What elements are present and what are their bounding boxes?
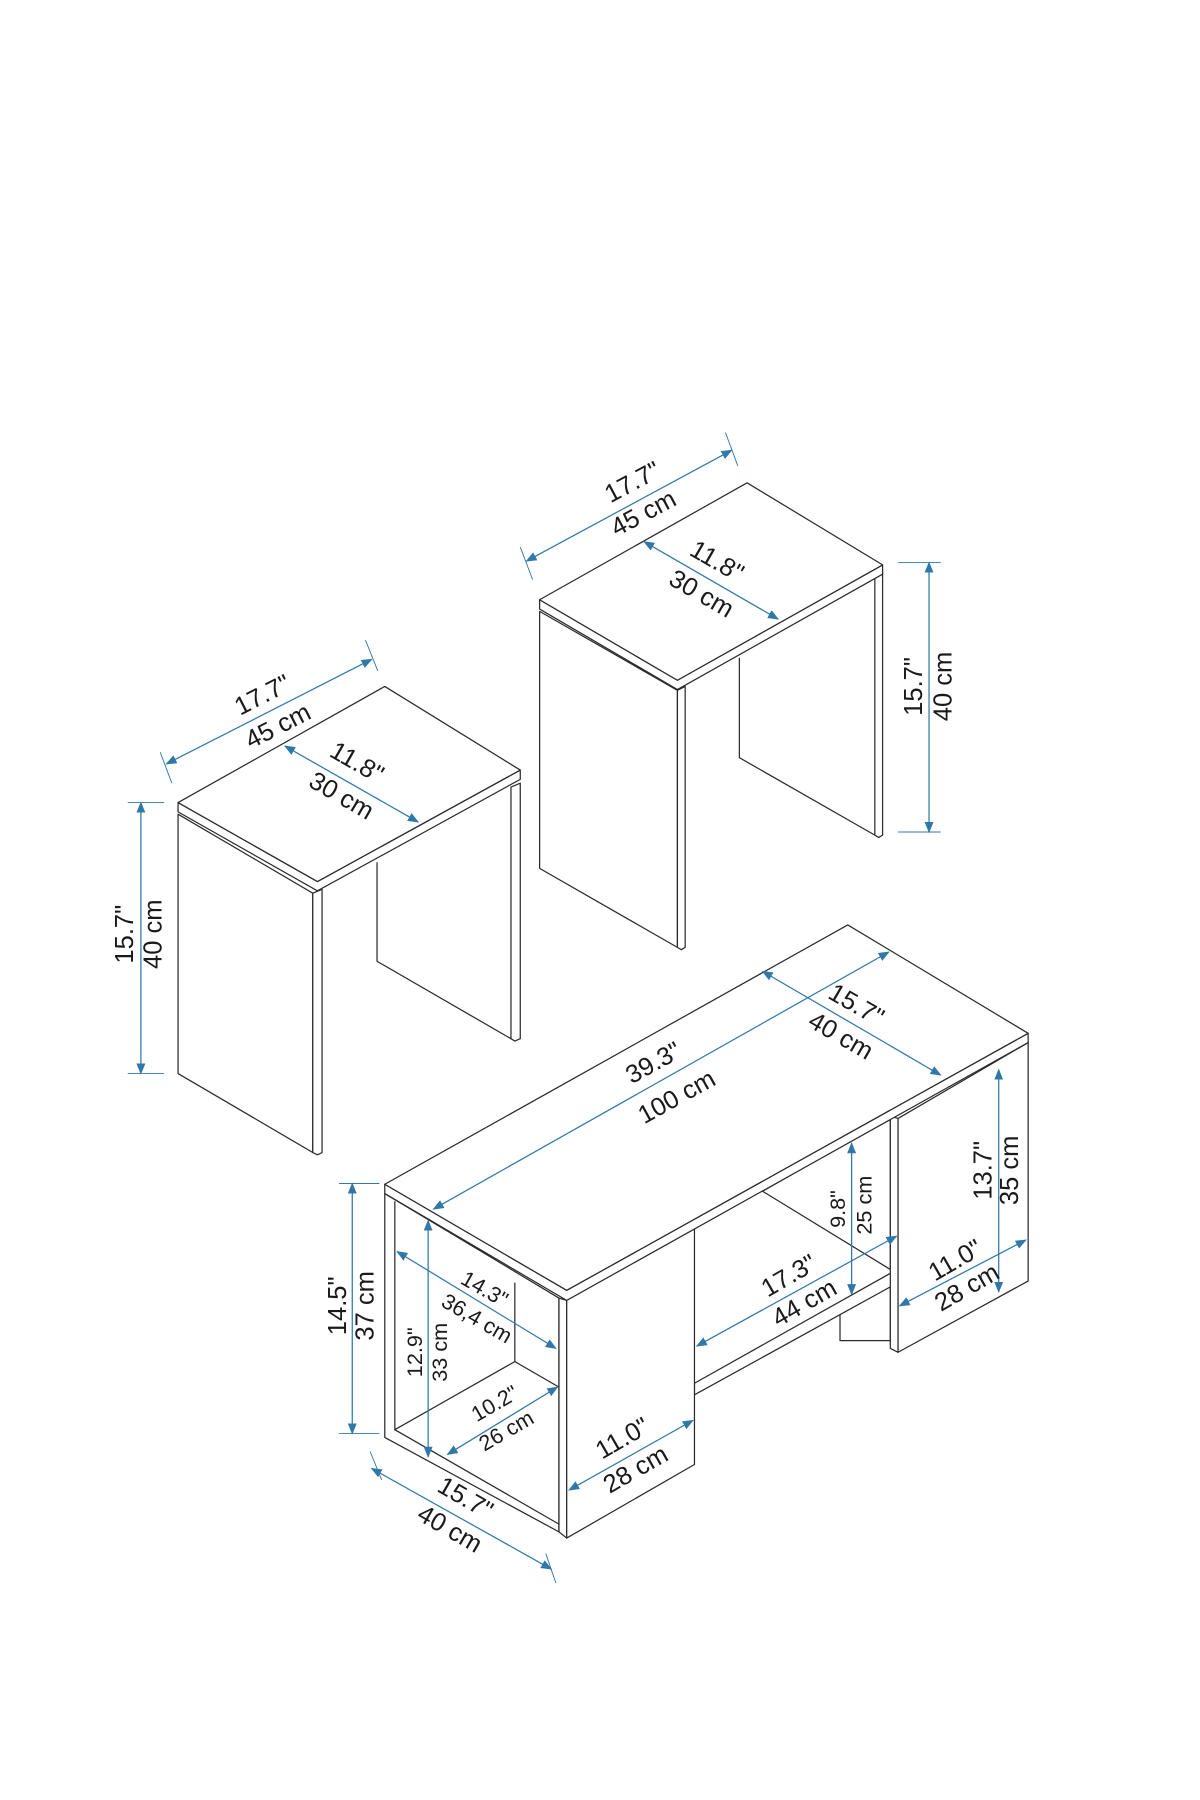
right-unit-height-cm: 35 cm [996, 1136, 1024, 1206]
stool-left-height-inch: 15.7" [111, 905, 139, 964]
middle-shelf-height-cm: 25 cm [851, 1176, 876, 1235]
left-inner-height-cm: 33 cm [427, 1323, 452, 1382]
stool-right-height-inch: 15.7" [900, 657, 928, 716]
right-unit-height-inch: 13.7" [970, 1141, 998, 1200]
dimension-lines [127, 432, 1027, 1584]
stool-right-height-cm: 40 cm [929, 652, 957, 722]
table-height-inch: 14.5" [324, 1276, 352, 1335]
middle-shelf-height-inch: 9.8" [825, 1190, 850, 1228]
left-inner-height-inch: 12.9" [402, 1327, 427, 1377]
table-height-cm: 37 cm [352, 1271, 380, 1341]
stool-left-height-cm: 40 cm [140, 899, 168, 969]
